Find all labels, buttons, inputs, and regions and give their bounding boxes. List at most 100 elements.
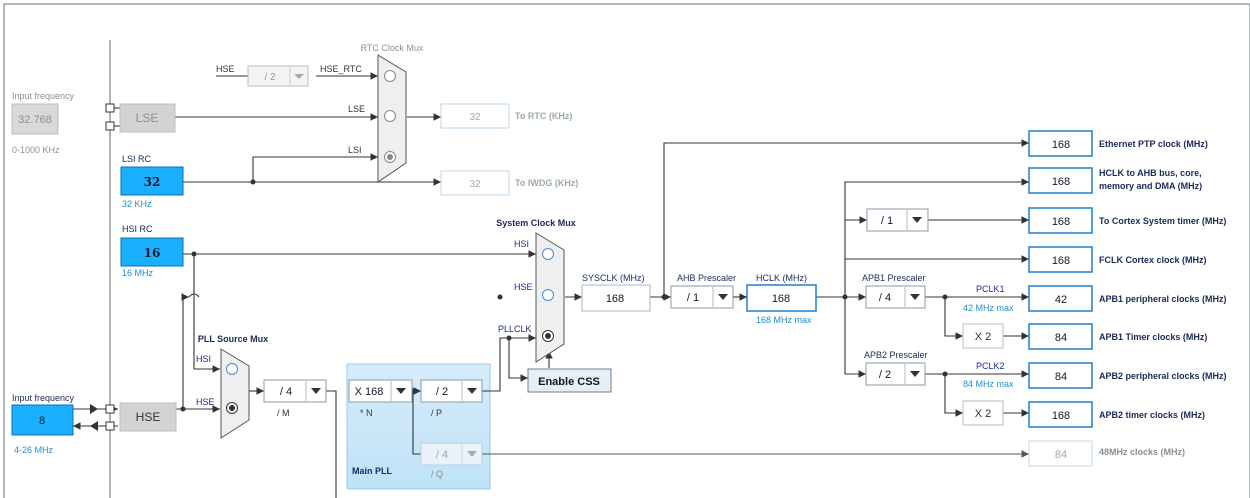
pclk1-label: PCLK1 [976,284,1005,294]
output-value: 168 [1052,410,1070,422]
pll-q-divider-select[interactable] [420,442,483,466]
enable-css-label: Enable CSS [538,376,600,388]
sysmux-hsi-label: HSI [514,239,529,249]
rtc-output-field [440,103,510,129]
output-value: 168 [1052,139,1070,151]
rtc-hse-divider-select[interactable] [247,65,309,87]
output-field[interactable] [1028,207,1093,234]
pll-p-label: / P [431,408,442,418]
apb1-prescaler-value: / 4 [879,292,891,304]
lse-connector-bottom [105,121,115,131]
pll-n-multiplier-select[interactable] [348,379,413,403]
output-field[interactable] [1028,167,1093,194]
hse-connector-bottom [105,421,115,431]
sysmux-pllclk-label: PLLCLK [498,324,532,334]
hclk-field[interactable] [746,284,817,312]
output-label: HCLK to AHB bus, core, [1099,168,1202,178]
hsi-rc-value: 16 [144,246,161,260]
pll-source-option-hsi[interactable] [226,363,238,375]
output-value: 168 [1052,216,1070,228]
pll-p-divider-select[interactable] [420,379,483,403]
lse-input-frequency-field[interactable] [11,103,59,135]
apb1-prescaler-select[interactable] [865,285,926,309]
pll-n-value: X 168 [355,386,384,398]
pll-m-label: / M [277,408,290,418]
sysmux-option-hsi[interactable] [542,248,554,260]
rtc-mux-option-hse[interactable] [384,70,396,82]
output-field[interactable] [1028,362,1093,389]
output-field[interactable] [1028,246,1093,273]
pll-m-divider-select[interactable] [263,379,327,403]
pll-q-value: / 4 [436,449,448,461]
apb2-timer-multiplier [962,400,1004,426]
output-field[interactable] [1028,323,1093,350]
rtc-mux-title: RTC Clock Mux [361,43,424,53]
output-field[interactable] [1028,285,1093,312]
lsi-rc-unit: 32 KHz [122,199,152,209]
apb1-timer-multiplier-value: X 2 [975,331,992,343]
cortex-timer-divider-select[interactable] [866,208,929,232]
output-label: APB1 Timer clocks (MHz) [1099,332,1207,342]
apb1-chevron-down-icon [910,294,920,300]
apb2-timer-multiplier-value: X 2 [975,408,992,420]
output-label: To Cortex System timer (MHz) [1099,216,1226,226]
output-value: 84 [1055,449,1067,461]
hsi-rc-label: HSI RC [122,224,153,234]
apb2-prescaler-select[interactable] [865,362,926,386]
wire-hsi-pllsrc [193,254,220,373]
output-label: APB1 peripheral clocks (MHz) [1099,294,1227,304]
enable-css-button[interactable] [527,368,612,393]
apb1-prescaler-label: APB1 Prescaler [862,273,926,283]
pll-n-label: * N [360,408,373,418]
rtc-lsi-label: LSI [348,145,362,155]
sysmux-option-hse[interactable] [542,289,554,301]
pclk1-max: 42 MHz max [963,303,1014,313]
pll-src-hsi-label: HSI [196,354,211,364]
apb2-chevron-down-icon [910,371,920,377]
output-value: 84 [1055,371,1067,383]
ahb-prescaler-select[interactable] [670,285,734,309]
sysmux-hse-label: HSE [514,282,533,292]
pll-m-chevron-down-icon [311,388,321,394]
output-apb1-timer: 84 APB1 Timer clocks (MHz) [1028,323,1207,350]
sysclk-field[interactable] [581,284,651,312]
pll-source-mux[interactable] [220,348,250,439]
hsi-rc-block[interactable] [120,237,184,267]
output-cortex-system-timer: 168 To Cortex System timer (MHz) [1028,207,1226,234]
output-field[interactable] [1028,401,1093,428]
wire-lsi-branch [252,156,365,182]
output-value: 84 [1055,332,1067,344]
rtc-output-label: To RTC (KHz) [515,111,572,121]
pll-p-value: / 2 [436,386,448,398]
output-apb2-timer: 168 APB2 timer clocks (MHz) [1028,401,1205,428]
hse-connector-top [105,404,115,414]
hse-range-label: 4-26 MHz [14,445,54,455]
output-label: 48MHz clocks (MHz) [1099,447,1185,457]
lse-connector-top [105,103,115,113]
pll-src-hse-label: HSE [196,397,215,407]
output-label: Ethernet PTP clock (MHz) [1099,139,1208,149]
rtc-lse-label: LSE [348,104,365,114]
pll-q-label: / Q [431,469,443,479]
output-48mhz: 84 48MHz clocks (MHz) [1028,440,1185,467]
sysclk-label: SYSCLK (MHz) [582,273,645,283]
wire-pllclk [482,334,536,392]
lse-input-frequency-value: 32.768 [18,114,52,126]
lsi-rc-block[interactable] [120,166,184,196]
pll-source-mux-title: PLL Source Mux [198,334,268,344]
hse-block[interactable] [119,402,177,432]
hse-block-label: HSE [136,410,161,424]
cortex-chevron-down-icon [912,217,922,223]
lsi-rc-value: 32 [144,175,161,189]
apb2-prescaler-label: APB2 Prescaler [864,350,928,360]
lse-block[interactable] [119,103,176,133]
wire-ethernet [663,139,1029,297]
rtc-hse-label: HSE [216,64,235,74]
hse-input-frequency-field[interactable] [11,404,74,436]
rtc-mux-option-lse[interactable] [384,110,396,122]
iwdg-output-label: To IWDG (KHz) [515,178,578,188]
output-value: 168 [1052,176,1070,188]
output-field[interactable] [1028,130,1093,157]
output-hclk-ahb: 168 HCLK to AHB bus, core, memory and DM… [1028,167,1202,194]
